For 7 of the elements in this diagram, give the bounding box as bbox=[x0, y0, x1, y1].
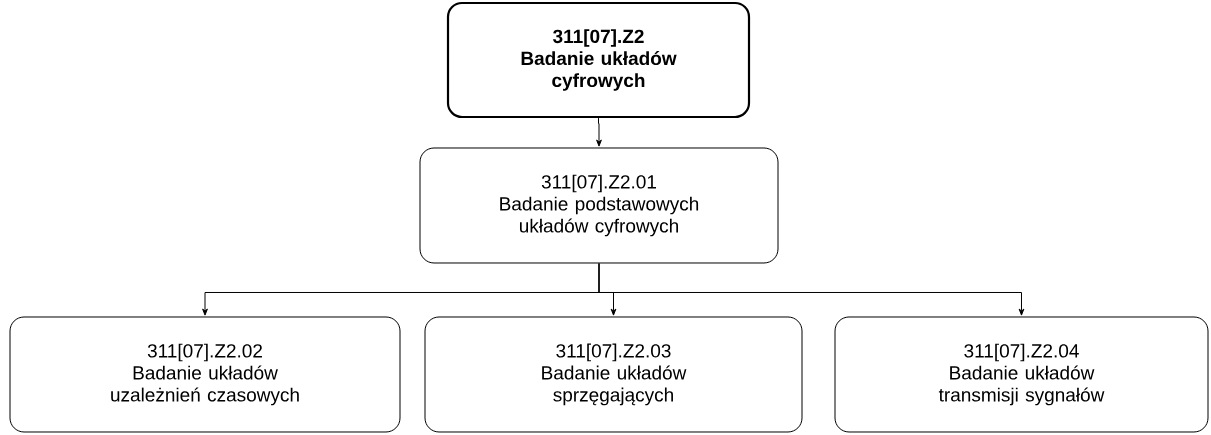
process-box: 311[07].Z2.03 Badanie układów sprzęgających bbox=[424, 316, 803, 433]
arrow bbox=[598, 263, 1025, 316]
process-box: 311[07].Z2.01 Badanie podstawowych układów cyfrowych bbox=[419, 147, 779, 264]
process-box: 311[07].Z2.04 Badanie układów transmisji sygnałów bbox=[834, 316, 1209, 433]
arrow bbox=[596, 117, 602, 147]
process-box: 311[07].Z2.02 Badanie układów uzależnień czasowych bbox=[9, 316, 401, 433]
process-box: 311[07].Z2 Badanie układów cyfrowych bbox=[446, 1, 751, 119]
